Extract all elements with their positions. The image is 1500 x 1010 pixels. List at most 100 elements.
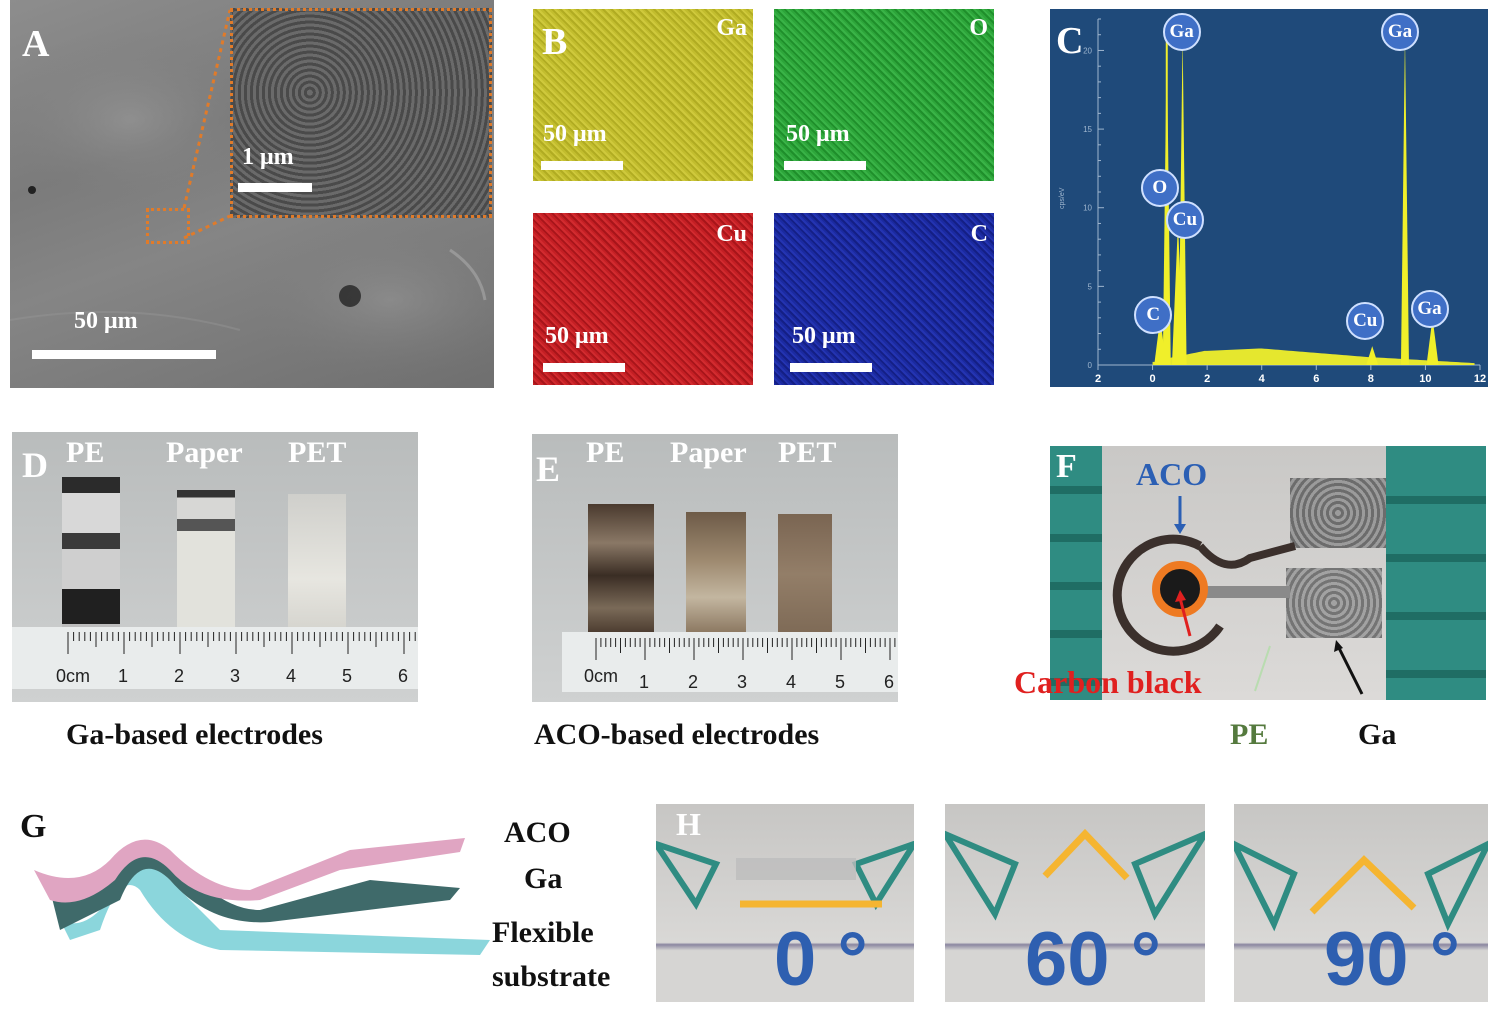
panel-h-photo-0: H 0 ° [656,804,914,1002]
ruler-number: 4 [286,666,297,686]
substrate-paper-e: Paper [670,436,747,469]
bend-60-drawing [945,828,1205,921]
ga-strip-paper [177,490,235,636]
c-map-scale-label: 50 μm [792,323,856,349]
angle-marker-90 [1309,855,1417,915]
aco-strip-pe [588,504,654,634]
pe-label-f: PE [1230,718,1269,751]
panel-h-photo-90: 90 ° [1234,804,1488,1002]
aco-strip-paper [686,512,746,634]
ga-pad-bottom [1286,568,1382,638]
ruler-number: 1 [118,666,129,686]
spectrum-peak-label-ga: Ga [1380,13,1419,51]
aco-label-f: ACO [1136,456,1208,492]
ruler-number: 5 [342,666,353,686]
element-label-ga: Ga [716,15,747,41]
spectrum-peak-ga [1426,317,1439,365]
ruler-number: 3 [230,666,241,686]
ga-map-scale-label: 50 μm [543,121,607,147]
spectrum-peak-label-ga: Ga [1410,289,1449,328]
ruler-number: 4 [786,672,797,692]
ga-layer [50,847,460,930]
cu-map-scale-label: 50 μm [545,323,609,349]
sem-pore [339,285,361,307]
ruler-number: 1 [639,672,650,692]
ga-label-f: Ga [1358,718,1397,751]
ruler-number: 2 [688,672,699,692]
ruler-number: 5 [835,672,846,692]
spectrum-xtick: 10 [1419,373,1431,385]
substrate-pet-e: PET [778,436,837,469]
panel-e-photo: E PE Paper PET 0cm 1 2 3 4 5 6 [532,434,898,702]
ga-strip-pe [62,477,120,637]
element-label-o: O [969,15,988,41]
ruler-number: 6 [884,672,895,692]
caption-aco-electrodes: ACO-based electrodes [534,718,820,751]
panel-label-d: D [22,445,48,485]
spectrum-peak-label-cu: Cu [1346,302,1385,341]
bend-90-drawing [1234,840,1488,932]
ruler-e-ticks [595,638,896,660]
inset-scale-bar [238,183,312,192]
angle-label-90: 90 ° [1324,917,1461,1002]
aco-strip-pet [778,514,832,634]
substrate-paper-d: Paper [166,436,243,469]
ruler-e [562,632,898,692]
caption-ga-electrodes: Ga-based electrodes [66,718,323,751]
sem-scale-label: 50 μm [74,308,138,334]
spectrum-ytick: 15 [1083,125,1092,134]
eds-map-ga: Ga 50 μm [533,9,753,181]
panel-label-c: C [1056,20,1084,62]
spectrum-ytick: 20 [1083,46,1092,55]
panel-h-photo-60: 60 ° [945,804,1205,1002]
element-label-c: C [970,221,988,247]
panel-label-a: A [22,23,50,65]
spectrum-continuum [1152,348,1475,365]
ruler-d-ticks [67,632,416,654]
panel-label-h: H [676,806,701,842]
bend-0-drawing [656,840,914,911]
spectrum-ytick: 10 [1083,204,1092,213]
clip-left [1050,446,1102,700]
ga-map-scale-bar [541,161,623,170]
spectrum-xtick: 6 [1313,373,1319,385]
ruler-number: 3 [737,672,748,692]
ruler-d-unit: 0cm [56,666,91,686]
o-map-scale-bar [784,161,866,170]
layer-ga-label: Ga [524,862,563,895]
ga-trace [1200,586,1290,598]
eds-map-o: O 50 μm [774,9,994,181]
spectrum-peak-label-o: O [1140,168,1179,207]
spectrum-xtick: 2 [1095,373,1101,385]
ga-strip-pet [288,494,346,636]
sem-texture [10,30,494,380]
carbon-black-label-overflow: Carbon black [1014,664,1202,700]
substrate-layer [60,865,490,955]
spectrum-xtick: 8 [1368,373,1374,385]
spectrum-peak-cu [1366,346,1379,365]
eds-map-c: C 50 μm [774,213,994,385]
spectrum-ytick: 5 [1088,282,1093,291]
layer-aco-label: ACO [504,816,571,849]
panel-f-photo: F ACO Carbon black [1050,446,1486,700]
panel-label-e: E [536,449,561,489]
aco-spiral [1112,534,1224,656]
ruler-e-unit: 0cm [584,666,619,686]
angle-label-0: 0 ° [774,917,868,1002]
spectrum-ytick: 0 [1088,361,1093,370]
panel-label-b: B [542,21,568,63]
spectrum-peak-ga [1400,34,1409,366]
device-drawing [1112,496,1364,695]
inset-scale-label: 1 μm [242,144,294,170]
spectrum-xtick: 4 [1259,373,1266,385]
spectrum-xtick: 12 [1474,373,1486,385]
angle-label-60: 60 ° [1025,917,1162,1002]
panel-label-f: F [1056,448,1077,485]
spectrum-xtick: 2 [1204,373,1210,385]
element-label-cu: Cu [716,221,747,247]
layer-schematic [34,838,490,955]
panel-a-sem-image: A 1 μm 50 μm [10,0,494,388]
substrate-pe-e: PE [586,436,625,469]
